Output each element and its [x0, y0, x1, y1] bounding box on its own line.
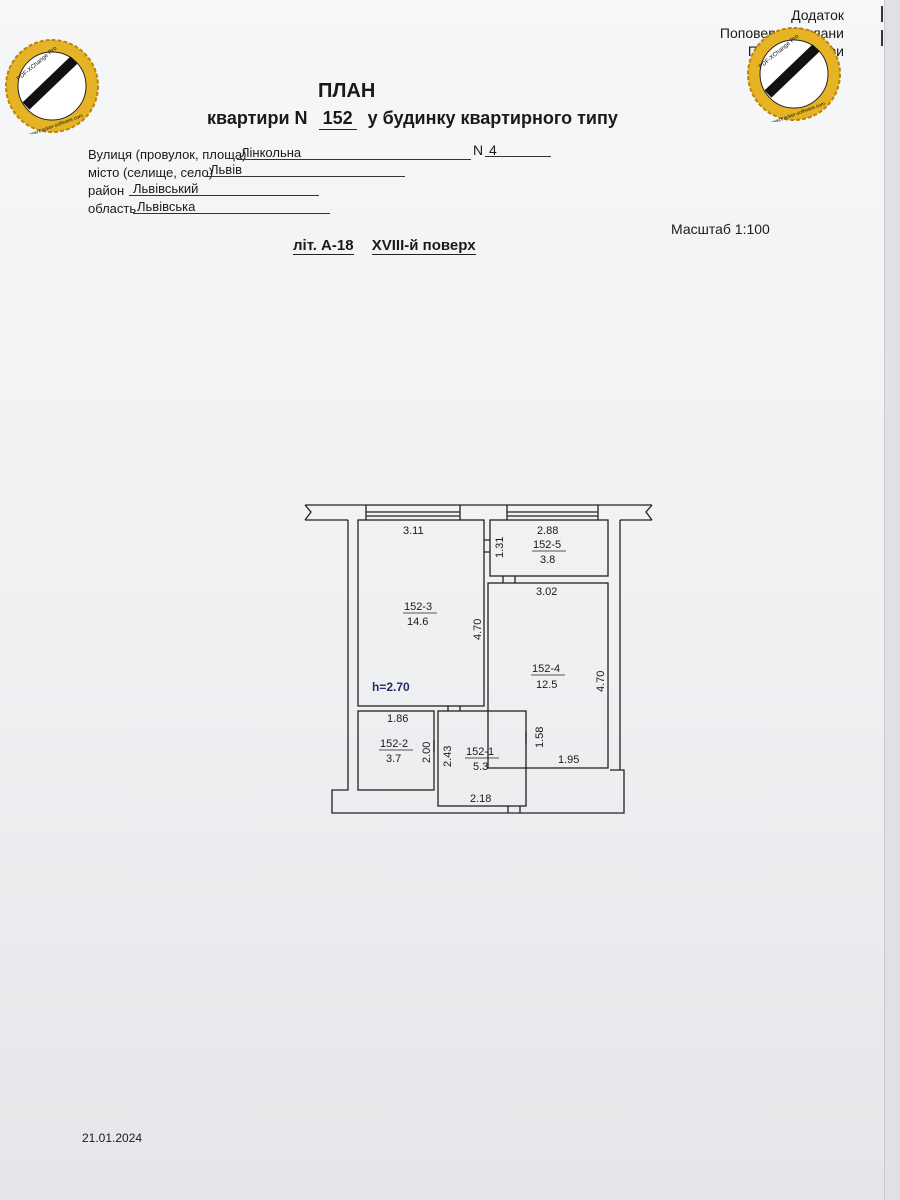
dim-3-11: 3.11 [403, 525, 424, 537]
city-value: Львів [206, 162, 405, 177]
house-number-value: 4 [485, 142, 551, 158]
room-152-3 [357, 519, 485, 707]
building-letter: літ. А-18 [293, 237, 354, 255]
wall-break-right [645, 504, 653, 521]
district-label: район [88, 183, 125, 198]
title-prefix: квартири N [207, 108, 308, 128]
title-suffix: у будинку квартирного типу [367, 108, 618, 128]
room-label-152-1: 152-1 [466, 746, 494, 758]
pdf-xchange-stamp-left[interactable]: PDF-XChange Pro Click to buy NOW! www.tr… [4, 38, 100, 134]
door-152-5 [484, 539, 490, 553]
room-152-5 [489, 519, 609, 577]
dim-2-18: 2.18 [470, 793, 491, 805]
dim-1-95: 1.95 [558, 754, 579, 766]
region-value: Львівська [133, 199, 330, 214]
room-label-152-3: 152-3 [404, 601, 432, 613]
room-area-152-4: 12.5 [536, 679, 557, 691]
window-152-3 [365, 505, 461, 520]
room-label-152-4: 152-4 [532, 663, 560, 675]
apartment-title: квартири N 152 у будинку квартирного тип… [207, 108, 618, 130]
scale-label: Масштаб 1:100 [671, 221, 770, 237]
dim-3-02: 3.02 [536, 586, 557, 598]
window-152-5 [506, 505, 599, 520]
room-area-152-1: 5.3 [473, 761, 488, 773]
dim-1-86: 1.86 [387, 713, 408, 725]
room-152-1 [437, 710, 527, 807]
entrance-door [507, 806, 521, 813]
dim-4-70-right: 4.70 [595, 671, 607, 692]
appendix-line-1: Додаток [791, 7, 844, 23]
room-152-4 [487, 582, 609, 769]
edge-mark [881, 6, 883, 22]
dim-2-88: 2.88 [537, 525, 558, 537]
dim-4-70-left: 4.70 [472, 619, 484, 640]
street-label: Вулиця (провулок, площа) [88, 147, 247, 162]
edge-mark [881, 30, 883, 46]
region-label: область [88, 201, 137, 216]
district-value: Львівський [129, 181, 319, 196]
document-date: 21.01.2024 [82, 1131, 143, 1145]
room-area-152-2: 3.7 [386, 753, 401, 765]
dim-2-00: 2.00 [421, 742, 433, 763]
page-edge [884, 0, 900, 1200]
room-area-152-5: 3.8 [540, 554, 555, 566]
door-152-3 [447, 706, 461, 711]
room-label-152-2: 152-2 [380, 738, 408, 750]
ceiling-height-label: h=2.70 [372, 680, 410, 694]
door-152-4 [502, 576, 516, 583]
apartment-number: 152 [318, 108, 357, 130]
section-heading: літ. А-18 XVIII-й поверх [293, 237, 476, 255]
page-title: ПЛАН [318, 80, 376, 102]
room-area-152-3: 14.6 [407, 616, 428, 628]
street-value: Лінкольна [237, 145, 471, 160]
dim-1-31: 1.31 [494, 537, 506, 558]
floor-number: XVIII-й поверх [371, 237, 476, 255]
city-label: місто (селище, село) [88, 165, 214, 180]
outer-wall-left-bottom [331, 520, 625, 814]
dim-2-43: 2.43 [442, 746, 454, 767]
wall-break-left [304, 504, 312, 521]
dim-1-58: 1.58 [534, 727, 546, 748]
house-number-label: N [473, 142, 484, 158]
pdf-xchange-stamp-right[interactable]: PDF-XChange Pro Click to buy NOW! www.tr… [746, 26, 842, 122]
room-label-152-5: 152-5 [533, 539, 561, 551]
